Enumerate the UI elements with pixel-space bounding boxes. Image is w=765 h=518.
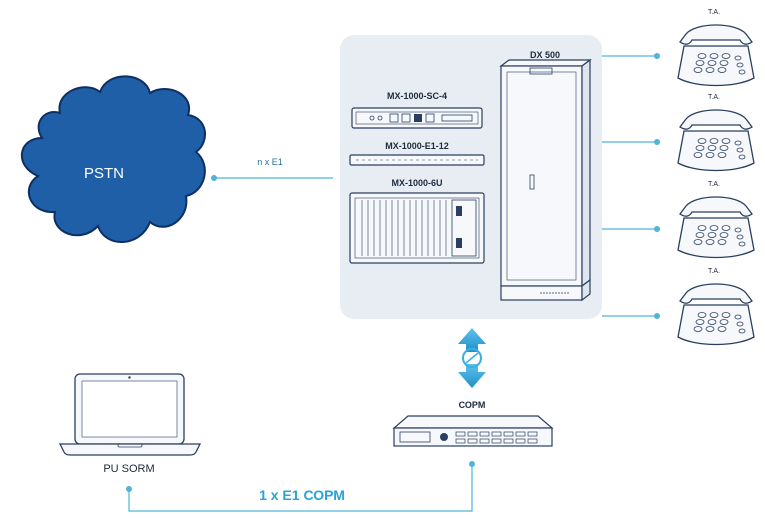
unit-sc4-label: MX-1000-SC-4 — [387, 91, 447, 101]
unit-6u-chassis — [349, 192, 485, 264]
phone-3-label: T.A. — [708, 181, 720, 188]
phone-4-label: T.A. — [708, 268, 720, 275]
phone-links — [602, 55, 657, 317]
phone-1-label: T.A. — [708, 9, 720, 16]
pstn-cloud: PSTN — [20, 75, 206, 243]
pstn-link-label: n x E1 — [257, 157, 283, 167]
sorm-link-endpoint — [126, 486, 132, 492]
sorm-link-label: 1 x E1 СОРМ — [259, 487, 345, 503]
bidirectional-arrow-icon — [458, 328, 486, 388]
phone-link-endpoint — [654, 53, 660, 59]
dx500-cabinet — [499, 58, 592, 302]
unit-sc4-device — [351, 107, 483, 129]
sorm-device — [392, 415, 554, 447]
phone-link-endpoint — [654, 226, 660, 232]
phone-4: T.A. — [677, 268, 755, 346]
unit-6u-label: MX-1000-6U — [391, 178, 442, 188]
unit-e112-device — [349, 154, 485, 166]
sorm-device-label: СОРМ — [459, 400, 486, 410]
pstn-label: PSTN — [84, 165, 124, 182]
sorm-link: 1 x E1 СОРМ — [126, 461, 475, 512]
phone-2-label: T.A. — [708, 94, 720, 101]
sorm-link-endpoint — [469, 461, 475, 467]
unit-e112-label: MX-1000-E1-12 — [385, 141, 449, 151]
laptop-icon — [58, 373, 202, 456]
pstn-link: n x E1 — [211, 157, 333, 181]
phone-3: T.A. — [677, 181, 755, 259]
phone-link-endpoint — [654, 313, 660, 319]
pstn-link-endpoint — [211, 175, 217, 181]
phone-2: T.A. — [677, 94, 755, 172]
phone-1: T.A. — [677, 9, 755, 87]
phone-link-endpoint — [654, 139, 660, 145]
equipment-panel: MX-1000-SC-4 MX-1000-E1-12 MX-1000-6U — [340, 35, 602, 319]
laptop-label: PU SORM — [103, 463, 154, 475]
cabinet-label: DX 500 — [530, 50, 560, 60]
